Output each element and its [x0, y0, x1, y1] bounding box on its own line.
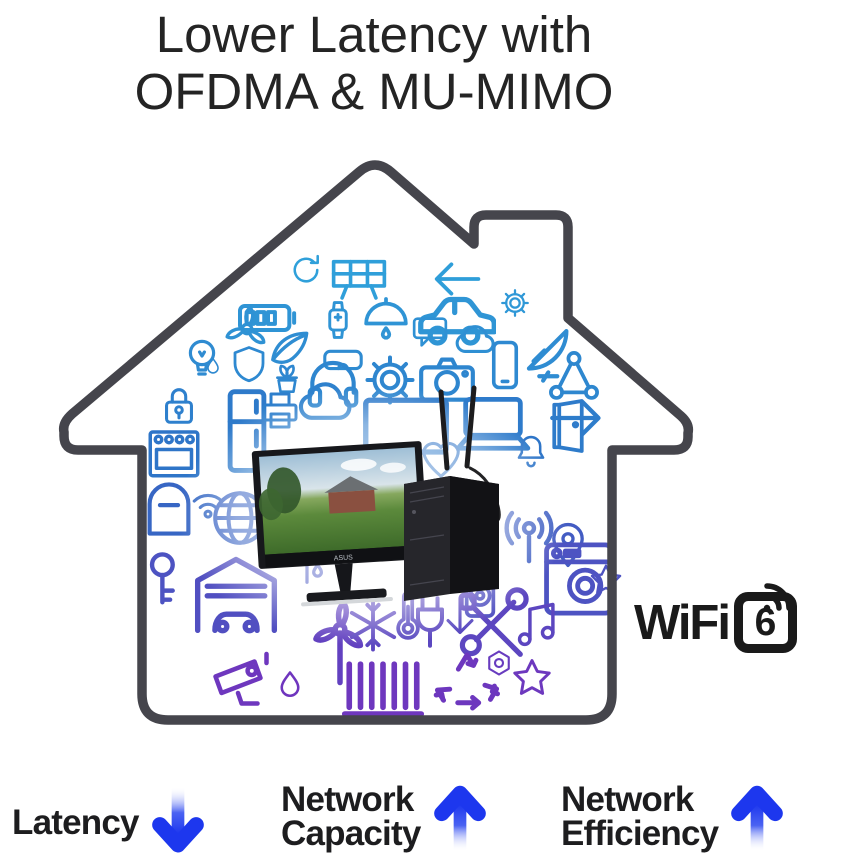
pc-side	[450, 476, 499, 594]
door-icon	[552, 399, 584, 453]
radiator-icon	[345, 664, 422, 714]
hex-nut-icon	[488, 650, 510, 676]
smartwatch-icon	[328, 301, 348, 339]
benefit-network-efficiency: Network Efficiency	[561, 778, 786, 856]
plant-pot-icon	[276, 364, 298, 393]
key-icon	[152, 554, 173, 602]
photo-roof	[324, 476, 379, 493]
pc-bay-lines	[409, 486, 445, 586]
photo-house	[328, 489, 376, 514]
up-arrow-icon	[731, 785, 784, 852]
monitor-bottom-bezel	[264, 545, 422, 568]
shield-icon	[233, 346, 265, 383]
title-line-2: OFDMA & MU-MIMO	[134, 63, 614, 121]
gear-icon	[501, 289, 529, 317]
benefit-latency: Latency	[12, 784, 207, 860]
photo-cloud	[340, 458, 377, 471]
page-title: Lower Latency with OFDMA & MU-MIMO	[0, 6, 748, 120]
wifi6-wordmark: WiFi	[634, 595, 731, 650]
wifi6-badge-number: 6	[754, 600, 777, 644]
wifi-antenna-right	[464, 385, 477, 469]
star-icon	[513, 659, 551, 695]
benefit-capacity-label-line2: Capacity	[281, 814, 421, 853]
house-outline	[58, 160, 694, 725]
title-line-1: Lower Latency with	[155, 6, 593, 63]
leaf-icon	[271, 331, 309, 364]
desk-lamp-icon	[364, 297, 408, 340]
monitor-base	[306, 588, 387, 602]
benefit-efficiency-label-line1: Network	[561, 779, 694, 819]
water-drop-icon	[280, 671, 300, 698]
benefit-network-capacity: Network Capacity	[281, 778, 489, 856]
up-arrow-icon	[433, 785, 486, 852]
wifi-waves-icon	[763, 583, 792, 612]
monitor-brand-label: ASUS	[334, 554, 354, 562]
satellite-dish-icon	[529, 331, 566, 381]
car-icon	[421, 300, 495, 343]
benefit-efficiency-label-line2: Efficiency	[561, 814, 719, 853]
wifi6-badge: 6	[733, 583, 797, 653]
solar-panel-icon	[331, 259, 387, 300]
smartphone-icon	[491, 340, 519, 390]
arrow-left-icon	[434, 262, 481, 296]
wifi-antenna-left	[438, 389, 450, 471]
lock-icon	[165, 388, 193, 424]
monitor-stand	[334, 563, 353, 593]
benefit-capacity-label-line1: Network	[281, 779, 414, 819]
down-arrow-icon	[151, 786, 204, 853]
desktop-pc	[404, 385, 501, 601]
pc-power-led	[412, 510, 416, 514]
security-camera-icon	[216, 654, 267, 704]
refresh-arrows-icon	[293, 254, 319, 283]
pc-front	[404, 476, 450, 601]
photo-tree-2	[258, 488, 283, 521]
photo-cloud-2	[379, 462, 406, 473]
monitor-base-plate	[301, 597, 393, 607]
light-bulb-icon	[188, 339, 216, 376]
benefit-latency-label: Latency	[12, 802, 139, 842]
monitor: ASUS	[251, 441, 429, 607]
wifi6-logo: WiFi 6	[634, 583, 797, 653]
